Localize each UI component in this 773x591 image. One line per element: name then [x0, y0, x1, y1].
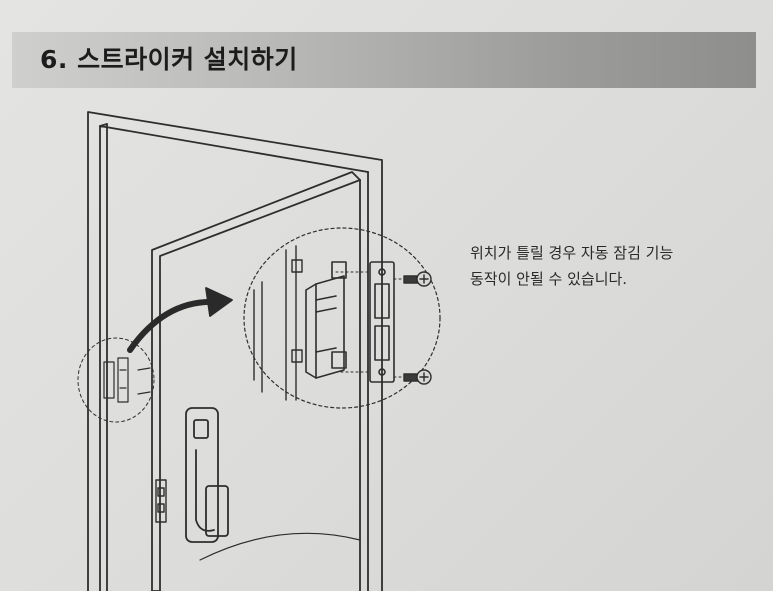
section-header-bar [12, 32, 756, 88]
note-line-1: 위치가 틀릴 경우 자동 잠김 기능 [470, 244, 674, 262]
door-latch [155, 479, 167, 523]
curved-arrow-icon [127, 298, 218, 353]
detail-callout-small [77, 337, 155, 423]
alignment-guides [335, 271, 405, 378]
zoomed-frame [253, 245, 303, 401]
note-line-2: 동작이 안될 수 있습니다. [470, 270, 628, 288]
door-leaf [151, 171, 361, 591]
installation-note: 위치가 틀릴 경우 자동 잠김 기능 동작이 안될 수 있습니다. [470, 240, 760, 292]
striker-plate-icon [369, 261, 395, 383]
strike-box [305, 261, 347, 379]
striker-small [103, 357, 151, 403]
screw-icon [403, 369, 432, 385]
detail-callout-large [243, 227, 441, 409]
screw-icon [403, 271, 432, 287]
section-title: 6. 스트라이커 설치하기 [40, 45, 298, 74]
door-handle-icon [185, 407, 229, 543]
curved-arrow-head [205, 287, 233, 317]
